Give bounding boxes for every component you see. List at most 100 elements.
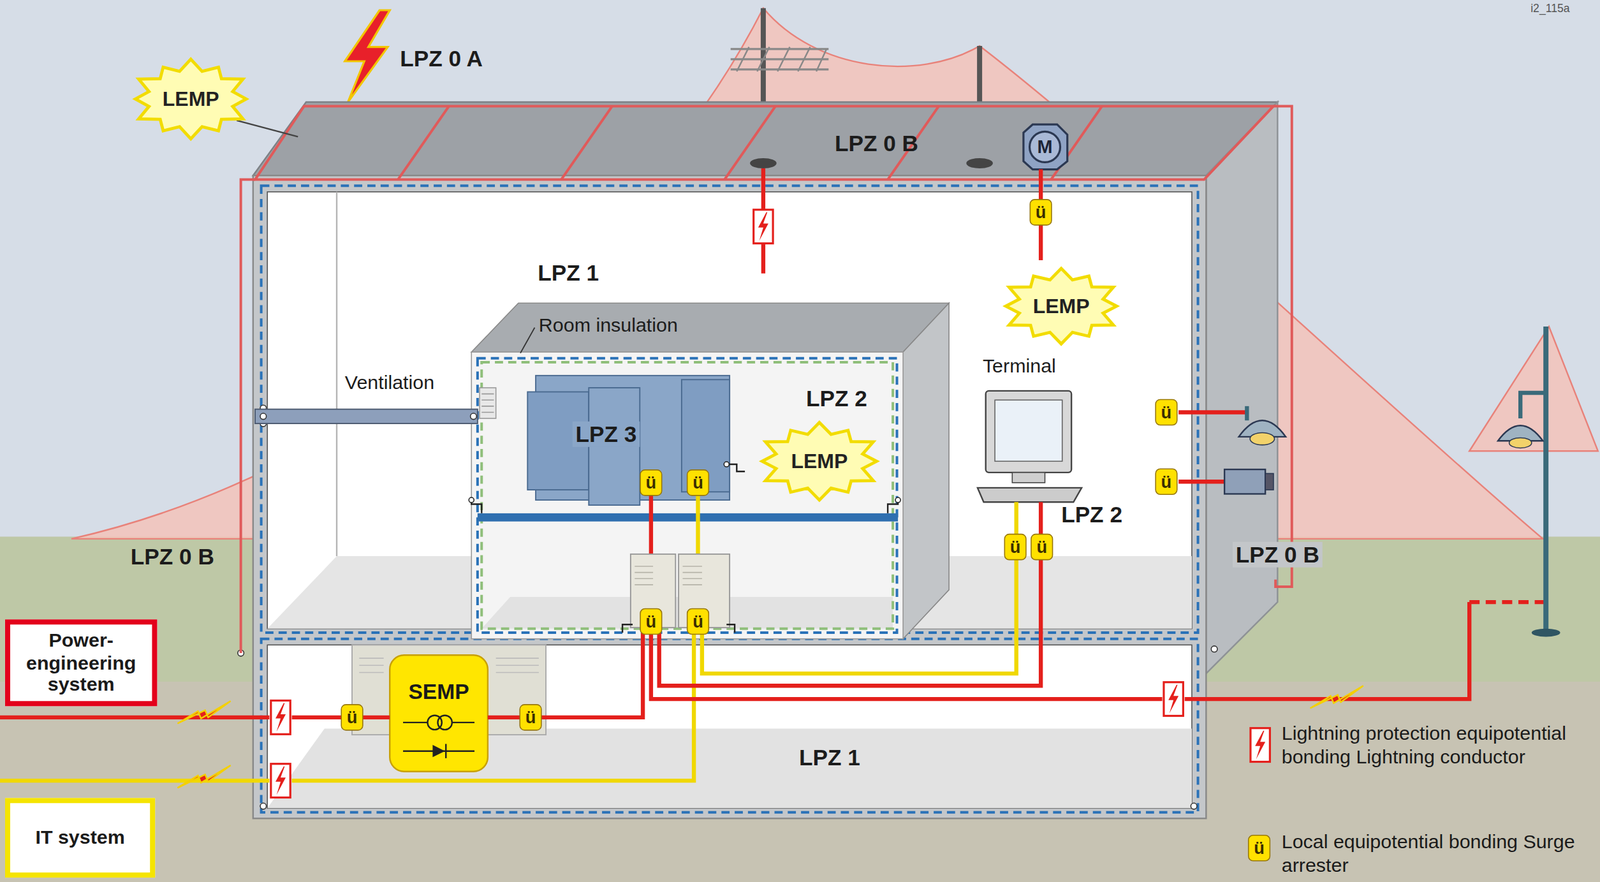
- bonding-mark: ü: [1154, 399, 1178, 426]
- legend-symbol: [1250, 728, 1270, 763]
- lemp-burst: LEMP: [998, 265, 1125, 347]
- lpz2-room: [477, 358, 898, 633]
- part-label: Terminal: [982, 355, 1057, 378]
- semp-cabinet: [352, 644, 546, 771]
- legend-row: Lightning protection equipotential bondi…: [1281, 722, 1578, 770]
- outdoor-devices: [1531, 628, 1561, 638]
- terminal: [985, 390, 1072, 473]
- node-text: ü: [1035, 203, 1047, 221]
- servers: [649, 494, 654, 555]
- bonding-mark: ü: [340, 704, 363, 731]
- mast-bases: [749, 158, 777, 169]
- semp-cabinet: [403, 721, 428, 724]
- zone-label: LPZ 1: [537, 260, 599, 286]
- building: [253, 102, 1278, 176]
- zone-label: LPZ 2: [1061, 501, 1123, 528]
- lpz2-room: [902, 302, 949, 639]
- lpz2-room: [481, 362, 893, 629]
- lpz3-cabinet: [527, 375, 745, 506]
- outdoor-devices: [1249, 432, 1275, 445]
- building: [253, 175, 1207, 819]
- node-text: IT system: [35, 826, 125, 849]
- legend-row: Local equipotential bonding Surge arrest…: [1281, 830, 1578, 878]
- node-text: ü: [645, 473, 657, 492]
- wiring: [0, 778, 270, 783]
- bonding-mark: ü: [1004, 533, 1027, 561]
- lemp-burst: LEMP: [753, 419, 885, 504]
- bonding-mark: ü: [639, 469, 662, 497]
- node-text: LEMP: [790, 449, 848, 474]
- outdoor-devices: [1265, 473, 1274, 490]
- legend-text: Lightning protection equipotential bondi…: [1281, 722, 1578, 770]
- zone-label: LPZ 0 B: [1232, 542, 1323, 568]
- lpz2-room: [471, 352, 903, 639]
- ventilation-duct: [255, 409, 478, 424]
- zone-label: LPZ 3: [572, 421, 640, 448]
- node-text: ü: [692, 612, 704, 631]
- terminal: [1012, 472, 1045, 483]
- ventilation-duct: [255, 387, 497, 424]
- zone-label: LPZ 0 B: [834, 130, 919, 157]
- ventilation-duct: [481, 394, 494, 413]
- lemp-burst: LEMP: [127, 56, 254, 142]
- part-label: Room insulation: [538, 314, 678, 337]
- bonding-mark: ü: [519, 704, 542, 731]
- motor-symbol: M: [1028, 130, 1062, 164]
- outdoor-devices: [1178, 326, 1560, 637]
- wiring: [651, 632, 1163, 699]
- wiring: [702, 501, 1017, 674]
- part-label: Ventilation: [344, 371, 435, 394]
- servers: [622, 624, 633, 633]
- semp-cabinet: [445, 743, 447, 758]
- terminal: [994, 399, 1063, 462]
- bonding-mark: ü: [639, 608, 662, 636]
- building: [1205, 102, 1278, 674]
- bonding-mark: ü: [1154, 468, 1178, 495]
- outdoor-devices: [1509, 437, 1532, 448]
- zone-label: LPZ 1: [799, 744, 861, 771]
- wiring: [177, 765, 231, 788]
- masts: [730, 47, 830, 50]
- bonding-mark: ü: [1030, 533, 1053, 561]
- air-termination: [397, 105, 1102, 180]
- burst-outline: [135, 59, 247, 140]
- servers: [726, 624, 735, 633]
- protection-cone: [1469, 326, 1599, 451]
- building: [1211, 645, 1218, 653]
- legend-symbol: [1250, 728, 1270, 763]
- wiring: [1184, 601, 1470, 699]
- shelf: [468, 497, 474, 503]
- servers: [695, 494, 700, 555]
- wiring: [271, 700, 291, 734]
- mast-bases: [966, 158, 993, 169]
- shelf: [477, 513, 898, 522]
- wiring: [271, 763, 291, 798]
- burst-outline: [1005, 268, 1117, 344]
- wiring: [0, 715, 270, 720]
- zone-label: LPZ 2: [806, 385, 868, 412]
- zone-label: i2_115a: [1530, 1, 1570, 15]
- legend-text: Local equipotential bonding Surge arrest…: [1281, 830, 1578, 878]
- node-text: ü: [1161, 403, 1173, 421]
- shelf: [468, 497, 901, 522]
- node-text: ü: [1010, 538, 1021, 556]
- air-termination: [241, 179, 256, 654]
- lightning-bolt: [344, 10, 390, 103]
- terminal: [977, 487, 1082, 502]
- node-text: ü: [645, 612, 657, 631]
- node-text: LEMP: [1033, 294, 1090, 319]
- semp-cabinet: [452, 721, 475, 724]
- wiring: [1310, 685, 1364, 708]
- outdoor-devices: [1543, 326, 1549, 633]
- servers: [634, 566, 703, 585]
- lpz2-room: [471, 302, 949, 639]
- wiring: [487, 632, 643, 718]
- roof-wires: [753, 209, 773, 244]
- node-text: ü: [1161, 473, 1173, 491]
- node-text: SEMP: [389, 679, 488, 704]
- lpz2-room: [471, 302, 949, 353]
- masts: [736, 47, 827, 72]
